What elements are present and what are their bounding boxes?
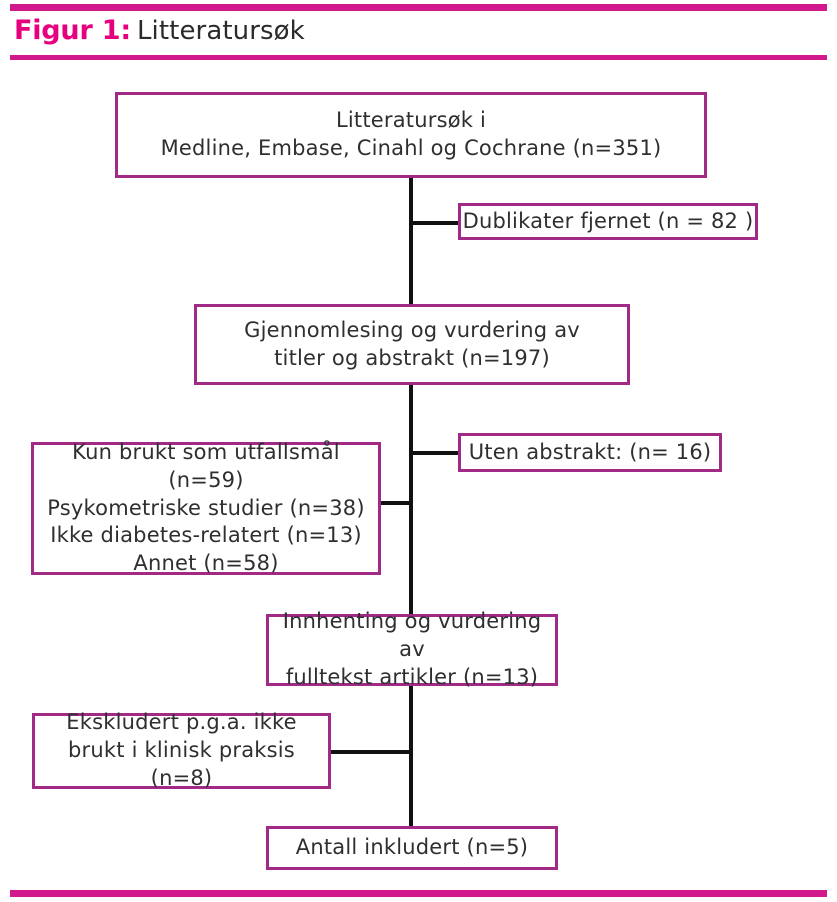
connector-screening-to-fulltext [409,384,413,614]
node-excluded-not-clinical: Ekskludert p.g.a. ikke brukt i klinisk p… [32,710,331,790]
figure-caption: Figur 1:Litteratursøk [14,17,305,44]
node-included-text: Antall inkludert (n=5) [295,835,529,860]
connector-fulltext-to-included [409,686,413,826]
node-included: Antall inkludert (n=5) [266,826,558,870]
connector-branch-no-abstract [409,451,458,455]
node-literature-search-text: Litteratursøk i Medline, Embase, Cinahl … [160,108,662,160]
node-duplicates-removed-text: Dublikater fjernet (n = 82 ) [462,208,754,233]
connector-branch-duplicates [409,221,458,225]
node-excluded-reasons-text: Kun brukt som utfallsmål (n=59) Psykomet… [47,439,365,576]
node-fulltext-assessed: Innhenting og vurdering av fulltekst art… [266,609,558,689]
figure-number-label: Figur 1: [14,15,131,46]
node-duplicates-removed: Dublikater fjernet (n = 82 ) [458,203,758,240]
node-screening-titles-abstracts-text: Gjennomlesing og vurdering av titler og … [244,317,580,370]
connector-branch-excluded-not-clinical [331,750,413,754]
page-title: Litteratursøk [136,16,305,46]
connector-branch-excluded-reasons [381,501,413,505]
connector-search-to-screening [409,177,413,305]
node-no-abstract: Uten abstrakt: (n= 16) [458,433,722,472]
header-rule-top [10,4,827,11]
header-rule-under-caption [10,55,827,60]
footer-rule [10,890,827,897]
node-fulltext-assessed-text: Innhenting og vurdering av fulltekst art… [282,609,542,689]
node-no-abstract-text: Uten abstrakt: (n= 16) [468,439,712,464]
node-literature-search: Litteratursøk i Medline, Embase, Cinahl … [115,92,707,178]
node-excluded-not-clinical-text: Ekskludert p.g.a. ikke brukt i klinisk p… [66,710,297,790]
node-screening-titles-abstracts: Gjennomlesing og vurdering av titler og … [194,304,630,385]
node-excluded-reasons: Kun brukt som utfallsmål (n=59) Psykomet… [31,440,381,575]
